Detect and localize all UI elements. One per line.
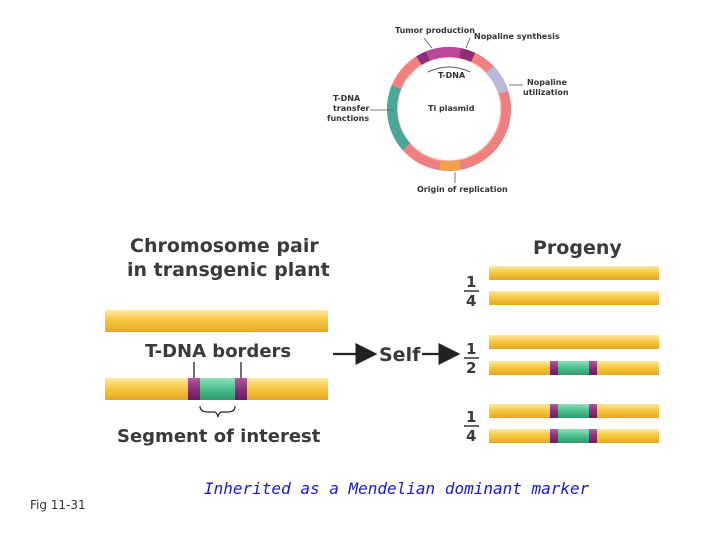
figure-label: Fig 11-31 [30, 498, 86, 512]
tdna-borders-label: T-DNA borders [145, 341, 291, 362]
insert-segment [200, 378, 235, 400]
label-nopaline-utilization-2: utilization [523, 88, 569, 97]
progeny-border [550, 429, 558, 443]
progeny-border [589, 361, 597, 375]
label-ti-plasmid: Ti plasmid [428, 104, 475, 113]
segment-of-interest-label: Segment of interest [117, 426, 321, 447]
chromosome-title-line2: in transgenic plant [127, 259, 330, 281]
label-nopaline-utilization-1: Nopaline [527, 78, 567, 87]
progeny-group-2: 1 2 [464, 335, 659, 377]
label-tumor-production: Tumor production [395, 26, 475, 35]
progeny-insert [558, 404, 589, 418]
fraction-denominator: 4 [466, 292, 476, 310]
progeny-group-1: 1 4 [464, 266, 659, 310]
chromosome-top [105, 310, 328, 332]
label-transfer-3: functions [327, 114, 369, 123]
origin-segment [439, 159, 461, 171]
progeny-insert [558, 429, 589, 443]
progeny-chromosome [489, 335, 659, 349]
label-origin-of-replication: Origin of replication [417, 185, 508, 194]
label-nopaline-synthesis: Nopaline synthesis [474, 32, 560, 41]
fraction-numerator: 1 [466, 408, 476, 426]
segment-brace [199, 405, 236, 418]
progeny-border [589, 404, 597, 418]
ti-plasmid: Tumor production Nopaline synthesis T-DN… [327, 26, 569, 194]
chromosome-pair: Chromosome pair in transgenic plant T-DN… [105, 235, 330, 447]
nopaline-utilization-segment [486, 65, 509, 95]
caption: Inherited as a Mendelian dominant marker [204, 479, 590, 498]
label-transfer-1: T-DNA [333, 94, 361, 103]
progeny-border [550, 404, 558, 418]
transfer-functions-segment [387, 85, 411, 151]
label-transfer-2: transfer [333, 104, 370, 113]
fraction-denominator: 4 [466, 427, 476, 445]
progeny-group-3: 1 4 [464, 404, 659, 445]
self-label: Self [379, 344, 421, 366]
fraction-numerator: 1 [466, 273, 476, 291]
progeny-border [550, 361, 558, 375]
label-tdna: T-DNA [438, 71, 466, 80]
right-border [235, 378, 247, 400]
fraction-denominator: 2 [466, 359, 476, 377]
progeny-title: Progeny [533, 237, 622, 259]
self-cross: Self [333, 343, 461, 366]
progeny-insert [558, 361, 589, 375]
progeny-chromosome [489, 291, 659, 305]
fraction-numerator: 1 [466, 340, 476, 358]
progeny-border [589, 429, 597, 443]
left-border [188, 378, 200, 400]
chromosome-title-line1: Chromosome pair [130, 235, 319, 257]
progeny-chromosome [489, 266, 659, 280]
progeny: Progeny 1 4 1 2 1 4 [464, 237, 659, 445]
